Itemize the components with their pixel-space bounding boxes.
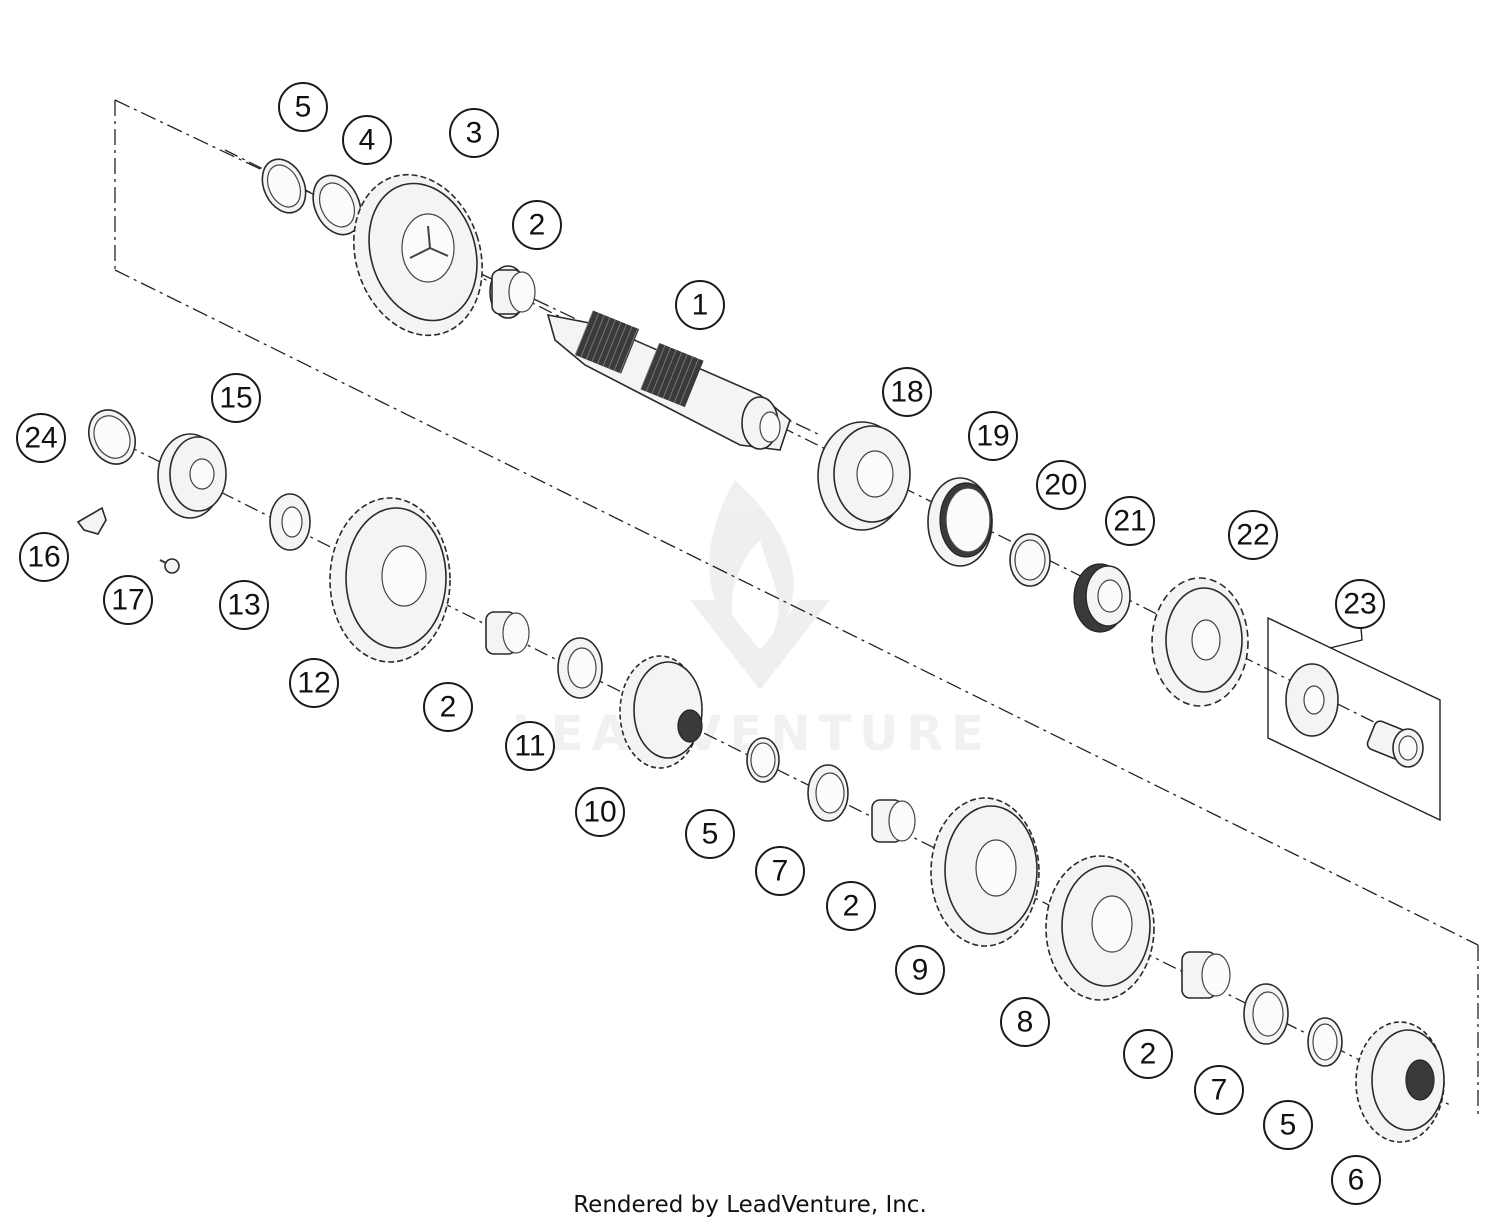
- svg-text:2: 2: [843, 890, 860, 923]
- callout-13: 13: [219, 580, 269, 630]
- svg-text:22: 22: [1236, 519, 1269, 552]
- bushing-2-lower-c: [1181, 951, 1231, 999]
- callout-2-c: 2: [826, 881, 876, 931]
- callout-5: 5: [278, 82, 328, 132]
- svg-text:2: 2: [529, 209, 546, 242]
- shift-lock-16: [76, 506, 107, 535]
- lower-shaft-axis: [99, 431, 1451, 1106]
- svg-text:18: 18: [890, 376, 923, 409]
- circlip-5-lower: [1307, 1017, 1343, 1067]
- gear-10: [619, 655, 703, 769]
- callout-1: 1: [675, 280, 725, 330]
- bearing-18: [817, 421, 911, 531]
- main-shaft-1: [546, 310, 791, 451]
- o-ring-20: [1009, 533, 1051, 587]
- svg-text:2: 2: [440, 691, 457, 724]
- svg-text:9: 9: [912, 954, 929, 987]
- callout-23: 23: [1335, 579, 1385, 629]
- circlip-5-top: [261, 158, 307, 214]
- gear-9: [930, 797, 1040, 947]
- assembly-frame-lines: [114, 99, 1479, 1115]
- callout-8: 8: [1000, 997, 1050, 1047]
- callout-19: 19: [968, 411, 1018, 461]
- svg-text:1: 1: [692, 289, 709, 322]
- bearing-15: [157, 433, 227, 519]
- callout-5-b: 5: [685, 809, 735, 859]
- callout-17: 17: [103, 575, 153, 625]
- callout-24: 24: [16, 413, 66, 463]
- callout-2: 2: [512, 200, 562, 250]
- svg-text:5: 5: [702, 818, 719, 851]
- circlip-24: [88, 409, 136, 465]
- bushing-2-top: [489, 265, 536, 319]
- washer-7-mid: [807, 764, 849, 822]
- callout-9: 9: [895, 945, 945, 995]
- callout-6: 6: [1331, 1155, 1381, 1205]
- callout-10: 10: [575, 787, 625, 837]
- callout-11: 11: [505, 721, 555, 771]
- washer-11: [557, 637, 603, 699]
- washer-13: [269, 493, 311, 551]
- svg-text:11: 11: [514, 730, 545, 763]
- svg-text:19: 19: [976, 420, 1009, 453]
- callout-12: 12: [289, 658, 339, 708]
- svg-text:13: 13: [227, 589, 260, 622]
- svg-text:8: 8: [1017, 1006, 1034, 1039]
- bushing-2-lower-b: [871, 799, 916, 843]
- gear-6: [1355, 1021, 1445, 1143]
- bushing-2-lower-a: [485, 611, 530, 655]
- callout-20: 20: [1036, 460, 1086, 510]
- callout-18: 18: [882, 367, 932, 417]
- screw-17: [159, 558, 180, 574]
- circlip-5-mid: [746, 737, 780, 783]
- callout-3: 3: [449, 108, 499, 158]
- callout-7: 7: [755, 846, 805, 896]
- watermark-logo: LEADVENTURE: [512, 480, 984, 762]
- svg-text:16: 16: [27, 541, 60, 574]
- svg-text:7: 7: [772, 855, 789, 888]
- render-credit: Rendered by LeadVenture, Inc.: [573, 1192, 927, 1218]
- gear-8: [1045, 855, 1155, 1001]
- svg-text:6: 6: [1348, 1164, 1365, 1197]
- svg-text:2: 2: [1140, 1038, 1157, 1071]
- svg-text:7: 7: [1211, 1074, 1228, 1107]
- washer-7-lower: [1243, 983, 1289, 1045]
- washer-4: [312, 174, 362, 236]
- svg-text:4: 4: [359, 124, 376, 157]
- svg-text:3: 3: [466, 117, 483, 150]
- svg-text:15: 15: [219, 382, 252, 415]
- svg-text:17: 17: [111, 584, 144, 617]
- callout-7-b: 7: [1194, 1065, 1244, 1115]
- spacer-21: [1073, 563, 1131, 633]
- svg-text:5: 5: [1280, 1109, 1297, 1142]
- callout-2-d: 2: [1123, 1029, 1173, 1079]
- callout-5-c: 5: [1263, 1100, 1313, 1150]
- gear-12: [329, 497, 451, 663]
- callout-2-b: 2: [423, 682, 473, 732]
- svg-text:24: 24: [24, 422, 57, 455]
- callout-15: 15: [211, 373, 261, 423]
- svg-text:20: 20: [1044, 469, 1077, 502]
- svg-text:10: 10: [583, 796, 616, 829]
- sprocket-kit-23-box: [1267, 616, 1441, 822]
- callout-16: 16: [19, 532, 69, 582]
- callout-21: 21: [1105, 496, 1155, 546]
- shaft-seal-19: [927, 477, 993, 567]
- callout-4: 4: [342, 115, 392, 165]
- gear-3: [353, 173, 483, 337]
- svg-text:23: 23: [1343, 588, 1376, 621]
- svg-text:12: 12: [297, 667, 330, 700]
- callout-22: 22: [1228, 510, 1278, 560]
- svg-text:21: 21: [1113, 505, 1146, 538]
- sprocket-22: [1151, 577, 1249, 707]
- svg-text:5: 5: [295, 91, 312, 124]
